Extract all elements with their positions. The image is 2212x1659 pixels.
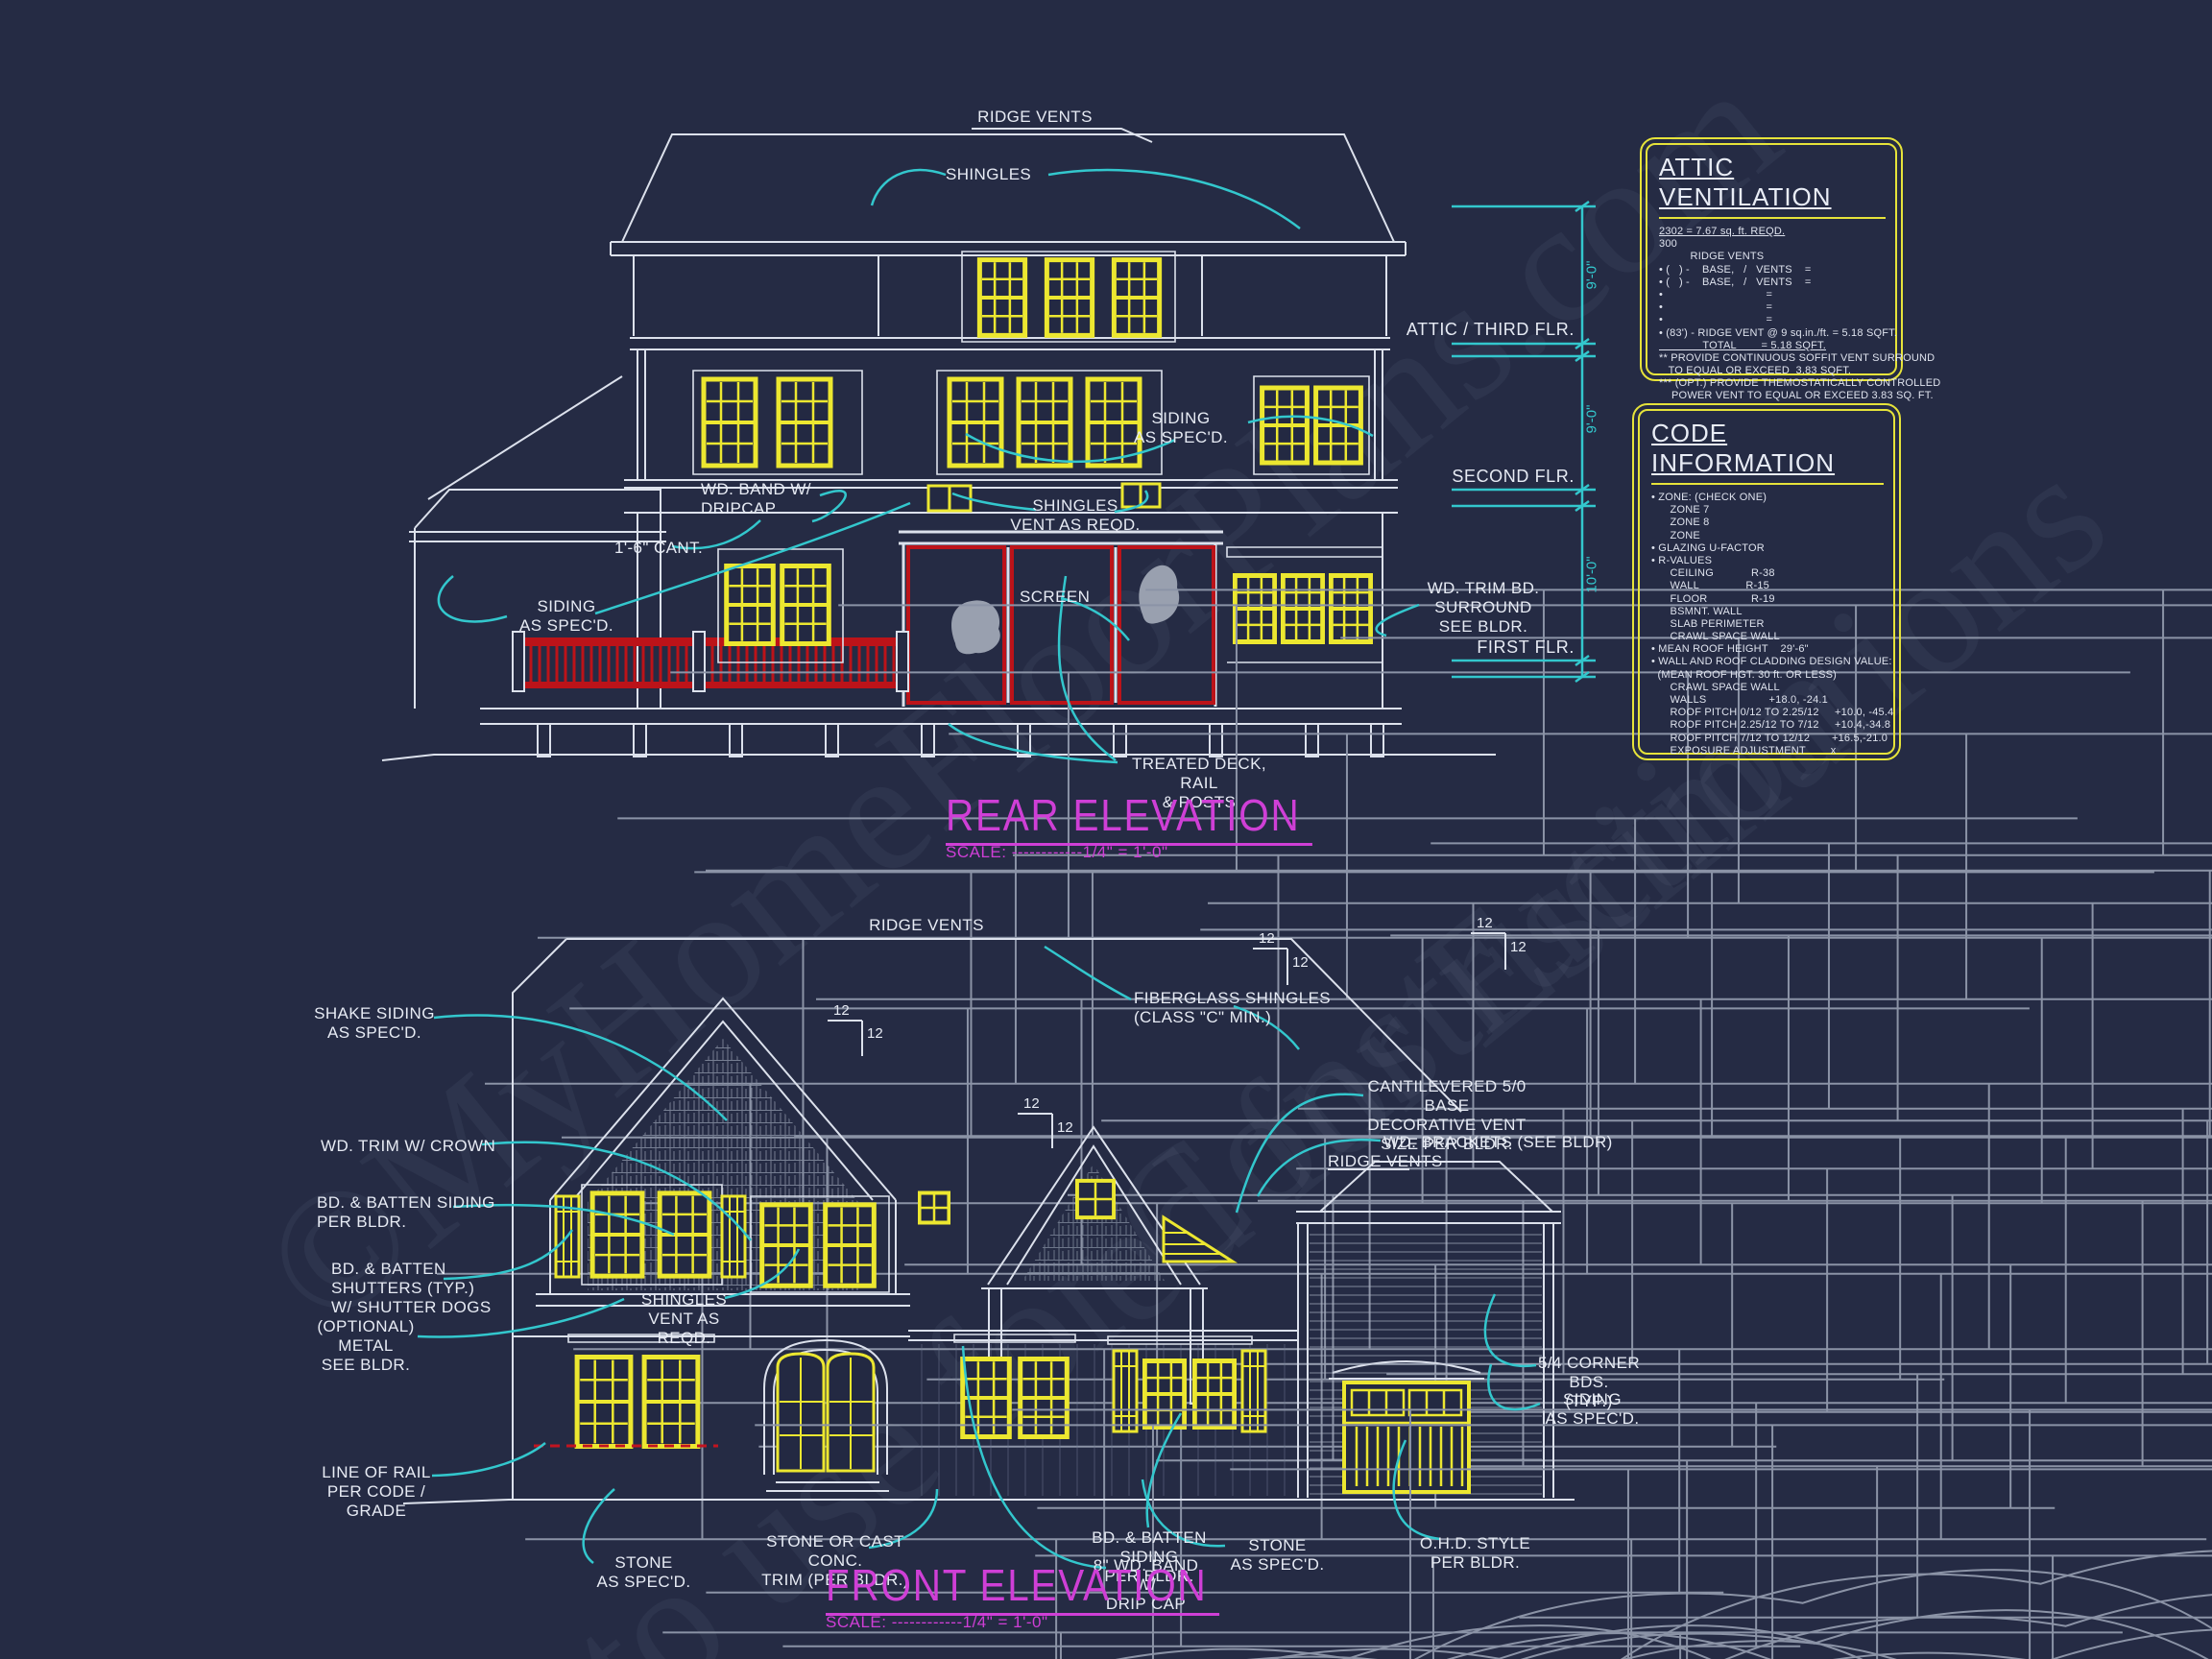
front-label-bd-batten-shutters: BD. & BATTEN SHUTTERS (TYP.) W/ SHUTTER …	[331, 1260, 492, 1317]
rear-upper-roof	[611, 134, 1406, 255]
code-information-title: CODE INFORMATION	[1651, 419, 1884, 485]
front-garage-door	[1344, 1382, 1469, 1492]
rear-frieze-vents	[928, 484, 1160, 511]
front-label-stone-cast: STONE OR CAST CONC. TRIM (PER BLDR.)	[761, 1532, 909, 1590]
front-leader-lines	[418, 947, 1540, 1568]
rear-left-wing	[409, 376, 666, 709]
rear-attic-walls	[630, 255, 1390, 349]
front-label-bd-batten-siding: BD. & BATTEN SIDING PER BLDR.	[317, 1193, 495, 1232]
front-label-optional-metal: (OPTIONAL) METAL SEE BLDR.	[317, 1317, 415, 1375]
rear-dim-first: 10'-0"	[1583, 556, 1600, 593]
front-slope-12: 12	[1259, 930, 1275, 947]
front-label-line-of-rail: LINE OF RAIL PER CODE / GRADE	[322, 1463, 431, 1521]
front-slope-12: 12	[867, 1025, 883, 1042]
code-information-panel: CODE INFORMATION • ZONE: (CHECK ONE) ZON…	[1632, 403, 1901, 760]
code-information-panel-inner: CODE INFORMATION • ZONE: (CHECK ONE) ZON…	[1638, 409, 1895, 757]
front-label-shingles-vent: SHINGLES VENT AS REQD.	[640, 1290, 728, 1348]
front-entry-door	[764, 1340, 887, 1475]
rear-label-screen: SCREEN	[1020, 588, 1091, 606]
rear-windows	[693, 252, 1382, 662]
front-slope-markers	[828, 933, 1505, 1148]
rear-screen-blobs	[951, 565, 1180, 655]
rear-label-wd-band: WD. BAND W/ DRIPCAP	[701, 480, 811, 518]
rear-dim-attic: 9'-0"	[1583, 260, 1600, 290]
front-label-wd-brackets: WD. BRACKETS (SEE BLDR)	[1383, 1133, 1613, 1151]
rear-dim-second: 9'-0"	[1583, 404, 1600, 434]
rear-label-wd-trim-bd: WD. TRIM BD. SURROUND SEE BLDR.	[1427, 579, 1540, 637]
rear-floor-dimension-lines	[1452, 202, 1596, 682]
rear-elevation-drawing	[382, 134, 1496, 760]
front-elevation-scale: SCALE: ------------1/4" = 1'-0"	[826, 1613, 1048, 1631]
front-label-bd-batten-siding-2: BD. & BATTEN SIDING PER BLDR.	[1092, 1528, 1207, 1586]
rear-deck-band	[480, 709, 1402, 724]
front-label-corner-bds: 5/4 CORNER BDS. (TYP.)	[1537, 1354, 1641, 1411]
rear-label-ridge-vents: RIDGE VENTS	[977, 108, 1093, 126]
front-slope-12: 12	[833, 1002, 850, 1019]
front-label-ridge-vents: RIDGE VENTS	[869, 916, 984, 934]
rear-second-floor-walls	[637, 349, 1382, 480]
front-label-fiberglass: FIBERGLASS SHINGLES (CLASS "C" MIN.)	[1134, 989, 1332, 1027]
rear-elevation-scale: SCALE: ------------1/4" = 1'-0"	[946, 843, 1168, 861]
rear-grade-line	[382, 755, 1496, 760]
front-slope-12: 12	[1510, 939, 1527, 955]
rear-deck-rail	[513, 632, 908, 691]
rear-marker-first-flr: FIRST FLR.	[1477, 637, 1575, 657]
front-slope-12: 12	[1057, 1119, 1073, 1136]
front-label-stone-left: STONE AS SPEC'D.	[596, 1553, 691, 1592]
front-label-cantilevered: CANTILEVERED 5/0 BASE DECORATIVE VENT SI…	[1367, 1077, 1527, 1154]
front-elevation-drawing	[403, 939, 1575, 1503]
rear-leader-lines	[439, 170, 1419, 762]
rear-label-shingles-vent: SHINGLES VENT AS REQD.	[1010, 496, 1141, 535]
front-left-gable	[513, 998, 910, 1336]
front-label-siding-right: SIDING AS SPEC'D.	[1545, 1390, 1640, 1429]
rear-label-cant: 1'-6" CANT.	[614, 539, 704, 557]
rear-marker-second-flr: SECOND FLR.	[1452, 467, 1575, 486]
rear-label-treated-deck: TREATED DECK, RAIL & POSTS	[1132, 755, 1266, 812]
front-slope-12: 12	[1292, 954, 1309, 971]
front-entry-gable-shake	[1022, 1164, 1165, 1281]
front-steps	[757, 1482, 899, 1500]
rear-ridge-vent-line	[972, 129, 1152, 142]
front-grade-line	[403, 1500, 1575, 1503]
front-label-ohd: O.H.D. STYLE PER BLDR.	[1419, 1534, 1531, 1573]
front-windows	[554, 1181, 1267, 1447]
front-label-stone-right: STONE AS SPEC'D.	[1230, 1536, 1325, 1575]
front-label-ridge-vents-right: RIDGE VENTS	[1328, 1152, 1443, 1170]
front-label-wd-trim-crown: WD. TRIM W/ CROWN	[321, 1137, 496, 1155]
front-elevation-title: FRONT ELEVATION	[826, 1559, 1219, 1616]
front-band	[908, 1331, 1298, 1340]
rear-deck-posts	[538, 724, 1383, 757]
rear-marker-attic-third-flr: ATTIC / THIRD FLR.	[1406, 320, 1575, 339]
front-label-shake-siding: SHAKE SIDING AS SPEC'D.	[314, 1004, 435, 1043]
rear-frieze-band	[624, 480, 1398, 513]
rear-label-shingles: SHINGLES	[946, 165, 1032, 183]
rear-elevation-title: REAR ELEVATION	[946, 789, 1312, 846]
front-slope-12: 12	[1477, 915, 1493, 931]
rear-screen-porch	[908, 547, 1214, 703]
rear-label-siding-left: SIDING AS SPEC'D.	[519, 597, 613, 636]
attic-ventilation-title: ATTIC VENTILATION	[1659, 153, 1886, 219]
attic-ventilation-panel: ATTIC VENTILATION 2302 = 7.67 sq. ft. RE…	[1640, 137, 1940, 401]
front-decorative-vent	[1164, 1217, 1233, 1262]
attic-ventilation-panel-inner: ATTIC VENTILATION 2302 = 7.67 sq. ft. RE…	[1646, 143, 1940, 401]
rear-label-siding-right: SIDING AS SPEC'D.	[1134, 409, 1228, 447]
front-slope-12: 12	[1023, 1095, 1040, 1112]
front-label-wd-band-8: 8" WD. BAND W/ DRIP CAP	[1093, 1556, 1199, 1614]
